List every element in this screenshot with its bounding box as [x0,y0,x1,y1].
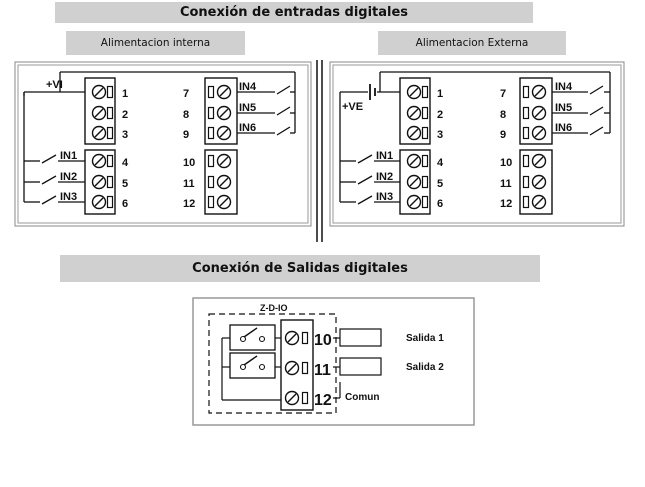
input-label: IN4 [239,81,257,93]
input-label: IN1 [376,150,393,162]
input-label: IN6 [555,122,572,134]
external-supply-panel: +VE 1 2 3 4 5 6 7 8 9 10 11 12 IN1 IN2 I… [329,61,625,227]
inputs-title: Conexión de entradas digitales [55,2,533,23]
outputs-panel: Z-D-IO 10 11 12 [192,297,475,426]
terminal-number: 4 [437,157,444,169]
output-label: Salida 1 [406,333,444,344]
input-label: IN5 [239,102,256,114]
relay-contact [229,352,276,379]
input-label: IN3 [60,191,77,203]
external-supply-title: Alimentacion Externa [378,31,566,55]
terminal-number: 2 [437,109,443,121]
supply-label: +VE [342,101,363,113]
terminal-number: 11 [183,178,195,190]
internal-supply-title: Alimentacion interna [66,31,245,55]
terminal-number: 9 [500,129,506,141]
terminal-number: 10 [314,332,332,349]
terminal-number: 10 [183,157,195,169]
terminal-number: 12 [314,392,332,409]
module-label: Z-D-IO [260,303,288,313]
terminal-number: 6 [122,198,128,210]
input-label: IN4 [555,81,573,93]
input-label: IN3 [376,191,393,203]
input-label: IN2 [376,171,393,183]
terminal-number: 2 [122,109,128,121]
terminal-number: 7 [183,88,189,100]
supply-label: +VI [46,79,63,91]
input-label: IN5 [555,102,572,114]
module-outline [208,313,337,414]
common-label: Comun [345,392,379,403]
terminal-number: 8 [183,109,189,121]
terminal-number: 1 [437,88,443,100]
internal-supply-panel: +VI 1 2 3 4 5 6 7 8 9 10 11 12 IN1 IN2 I… [14,61,312,227]
terminal-number: 3 [122,129,128,141]
terminal-number: 7 [500,88,506,100]
terminal-number: 11 [314,362,331,379]
terminal-number: 12 [183,198,195,210]
input-label: IN6 [239,122,256,134]
terminal-number: 5 [122,178,128,190]
terminal-number: 4 [122,157,129,169]
relay-contact [229,324,276,351]
output-label: Salida 2 [406,362,444,373]
outputs-title: Conexión de Salidas digitales [60,255,540,282]
terminal-number: 12 [500,198,512,210]
terminal-number: 1 [122,88,128,100]
terminal-number: 3 [437,129,443,141]
input-label: IN2 [60,171,77,183]
terminal-number: 8 [500,109,506,121]
terminal-number: 5 [437,178,443,190]
terminal-number: 9 [183,129,189,141]
terminal-number: 6 [437,198,443,210]
terminal-number: 10 [500,157,512,169]
terminal-number: 11 [500,178,512,190]
input-label: IN1 [60,150,77,162]
